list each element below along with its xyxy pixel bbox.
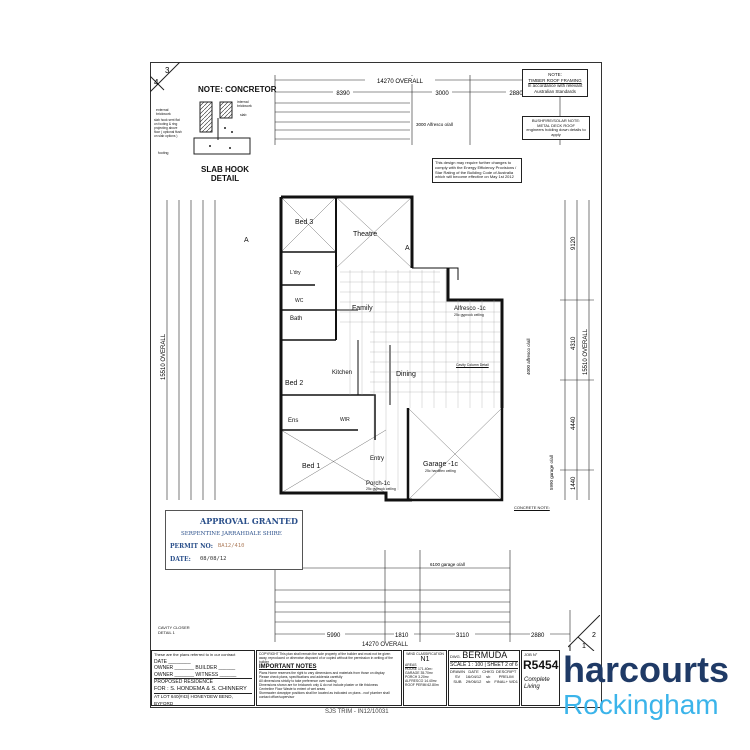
slab-label: external brickwork <box>156 108 171 116</box>
bottom-segment-dim: 5990 <box>327 633 341 639</box>
top-segment-dim: 8390 <box>336 91 350 97</box>
contract-section: These are the plans referred to in our c… <box>151 650 255 706</box>
rockingham-logo-text: Rockingham <box>563 689 719 720</box>
bottom-dimensions: 6100 garage o/all 5990 1810 3110 2880 <box>274 550 571 642</box>
drawing-name: BERMUDA <box>462 650 508 660</box>
stamp-date-value: 08/08/12 <box>200 556 227 562</box>
room-garage-ceiling: 25c hardiflex ceiling <box>425 469 456 473</box>
room-theatre: Theatre <box>353 231 377 238</box>
job-section: JOB N° R5454 Complete Living <box>521 650 560 706</box>
corner-bottom-left: 1 <box>582 643 586 650</box>
room-alfresco: Alfresco -1c <box>454 306 486 312</box>
concretor-note-title: NOTE: CONCRETOR <box>198 85 277 94</box>
trim-reference: SJS TRIM - IN12/10031 <box>325 709 389 715</box>
bottom-overall-dim: 14270 OVERALL <box>360 642 411 648</box>
slab-label: slab <box>240 113 247 117</box>
section-marker: A <box>244 237 249 244</box>
right-segment-dim: 4310 <box>571 336 577 350</box>
concrete-note-label: CONCRETE NOTE: <box>514 505 550 510</box>
room-family: Family <box>352 305 373 312</box>
drawing-info-section: DWG. BERMUDA SCALE 1 : 100 | SHEET 2 of … <box>448 650 520 706</box>
cavity-column-label: Cavity Column Detail <box>456 363 489 367</box>
room-bed-1: Bed 1 <box>302 463 320 470</box>
wind-areas-section: WIND CLASSIFICATION N1 AREAS HOUSE 171.4… <box>403 650 447 706</box>
builder-logo: Complete Living <box>524 677 550 690</box>
sheet-corner-marker-bottom: 1 2 <box>568 615 600 651</box>
site-address: AT LOT 640(#43) HONEYDEW BEND, BYFORD <box>154 693 252 705</box>
room-bath: Bath <box>290 316 302 322</box>
energy-efficiency-note: This design may require further changes … <box>432 158 522 184</box>
stamp-permit-value: BA12/410 <box>218 543 245 549</box>
top-segment-dim: 2880 <box>509 91 523 97</box>
room-wc: WC <box>295 298 304 304</box>
room-kitchen: Kitchen <box>332 370 352 376</box>
room-laundry: L'dry <box>290 270 301 276</box>
top-segment-dim: 3000 <box>435 91 449 97</box>
right-segment-dim: 1440 <box>571 476 577 490</box>
job-label: JOB N° <box>524 652 538 657</box>
job-number: R5454 <box>523 658 559 672</box>
harcourts-logo-text: harcourts <box>563 649 730 690</box>
stamp-date-label: DATE: <box>170 556 191 563</box>
notes-section: COPYRIGHT This plan shall remain the sol… <box>256 650 402 706</box>
right-segment-dim: 4440 <box>571 416 577 430</box>
bottom-segment-dim: 1810 <box>395 633 409 639</box>
room-porch-ceiling: 25c gyprock ceiling <box>366 487 396 491</box>
alfresco-overall-dim: 3000 Alfresco o/all <box>416 122 453 127</box>
timber-roof-note: NOTE: TIMBER ROOF FRAMING In accordance … <box>522 69 588 97</box>
room-garage: Garage -1c <box>423 461 459 468</box>
slab-label: internal brickwork <box>237 100 252 108</box>
slab-hook-diagram <box>193 101 251 155</box>
room-entry: Entry <box>370 456 384 462</box>
room-ensuite: Ens <box>288 418 298 424</box>
garage-side-dim: 5990 garage o/all <box>549 455 554 490</box>
left-dimensions: 15510 OVERALL <box>161 200 216 500</box>
roof-note: BUSHFIRE/SOLAR NOTE: METAL DECK ROOF eng… <box>522 116 590 140</box>
client-name: S. HONDEMA & S. CHINNERY <box>170 685 247 692</box>
right-overall-dim: 15510 OVERALL <box>583 328 589 375</box>
stamp-shire: SERPENTINE JARRAHDALE SHIRE <box>181 531 282 537</box>
corner-right: 3 <box>165 66 170 75</box>
room-alfresco-ceiling: 25c gyprock ceiling <box>454 313 484 317</box>
slab-label: slab hook sent flat on footing & ring pr… <box>154 118 182 138</box>
room-wir: WIR <box>340 417 350 423</box>
bottom-segment-dim: 3110 <box>456 633 470 639</box>
corner-bottom-right: 2 <box>592 632 596 639</box>
stamp-permit-label: PERMIT NO: <box>170 543 213 550</box>
stamp-title: APPROVAL GRANTED <box>200 516 298 526</box>
slab-label: footing <box>158 151 169 155</box>
right-dimensions: 9120 4310 4440 1440 15510 OVERALL 4000 a… <box>526 200 594 500</box>
garage-overall-dim: 6100 garage o/all <box>430 562 465 567</box>
left-overall-dim: 15510 OVERALL <box>161 333 167 380</box>
sheet-corner-marker: 4 3 <box>150 62 181 93</box>
right-segment-dim: 9120 <box>571 236 577 250</box>
section-marker: A <box>405 245 410 252</box>
floor-plan: Bed 3 Theatre L'dry WC Bath Family Alfre… <box>244 195 504 502</box>
bottom-segment-dim: 2880 <box>531 633 545 639</box>
top-overall-dim: 14270 OVERALL <box>377 79 424 85</box>
approval-stamp: APPROVAL GRANTED SERPENTINE JARRAHDALE S… <box>165 510 303 570</box>
room-dining: Dining <box>396 371 416 378</box>
top-dimensions: 14270 OVERALL 8390 3000 2880 3000 Alfres… <box>274 75 561 145</box>
room-bed-3: Bed 3 <box>295 219 313 226</box>
alfresco-side-dim: 4000 alfresco o/all <box>526 338 531 375</box>
drawing-sheet-border <box>150 62 602 708</box>
corner-left: 4 <box>154 78 159 87</box>
room-bed-2: Bed 2 <box>285 380 303 387</box>
wind-classification: N1 <box>420 656 430 663</box>
room-porch: Porch-1c <box>366 481 390 487</box>
